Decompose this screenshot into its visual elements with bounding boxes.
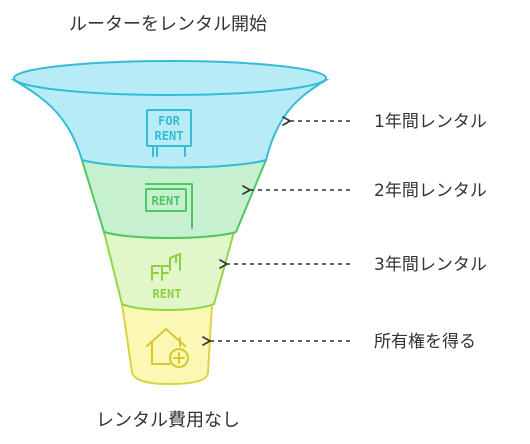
funnel-stage-2-shape [80,159,268,239]
stage-1-label: 1年間レンタル [374,112,487,132]
stage-3-label: 3年間レンタル [374,255,487,275]
funnel-stage-1: FOR RENT [10,60,330,169]
rent-sign-icon: RENT [145,183,193,229]
for-rent-sign-line1: FOR [158,114,180,128]
funnel-stage-3-shape [102,231,236,311]
home-plus-icon [146,328,189,368]
funnel-rim [13,60,327,96]
rent-building-text: RENT [153,287,182,301]
rent-sign-text: RENT [152,194,181,208]
stage-connectors [202,116,350,346]
for-rent-sign-line2: RENT [155,129,184,143]
for-rent-sign-icon: FOR RENT [146,109,192,157]
funnel-stage-1-shape [10,79,330,169]
stage-2-label: 2年間レンタル [374,181,487,201]
rent-building-icon: RENT [151,253,182,301]
funnel-stage-2: RENT [80,159,268,239]
funnel-top-label: ルーターをレンタル開始 [69,14,267,35]
stage-4-label: 所有権を得る [374,332,476,352]
funnel-stage-4 [120,303,214,386]
funnel-bottom-label: レンタル費用なし [96,410,240,431]
funnel-stage-4-shape [120,303,214,386]
funnel-stage-3: RENT [102,231,236,311]
